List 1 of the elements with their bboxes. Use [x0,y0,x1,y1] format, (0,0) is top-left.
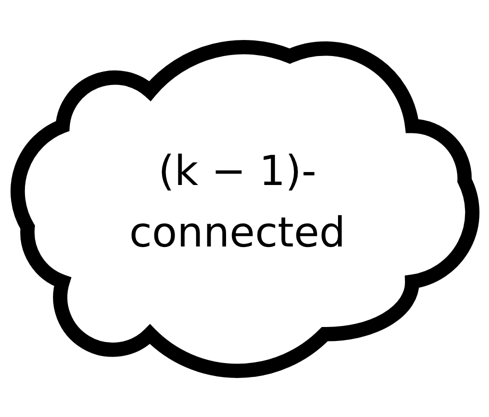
cloud-node: (k − 1)-connected [10,40,479,378]
